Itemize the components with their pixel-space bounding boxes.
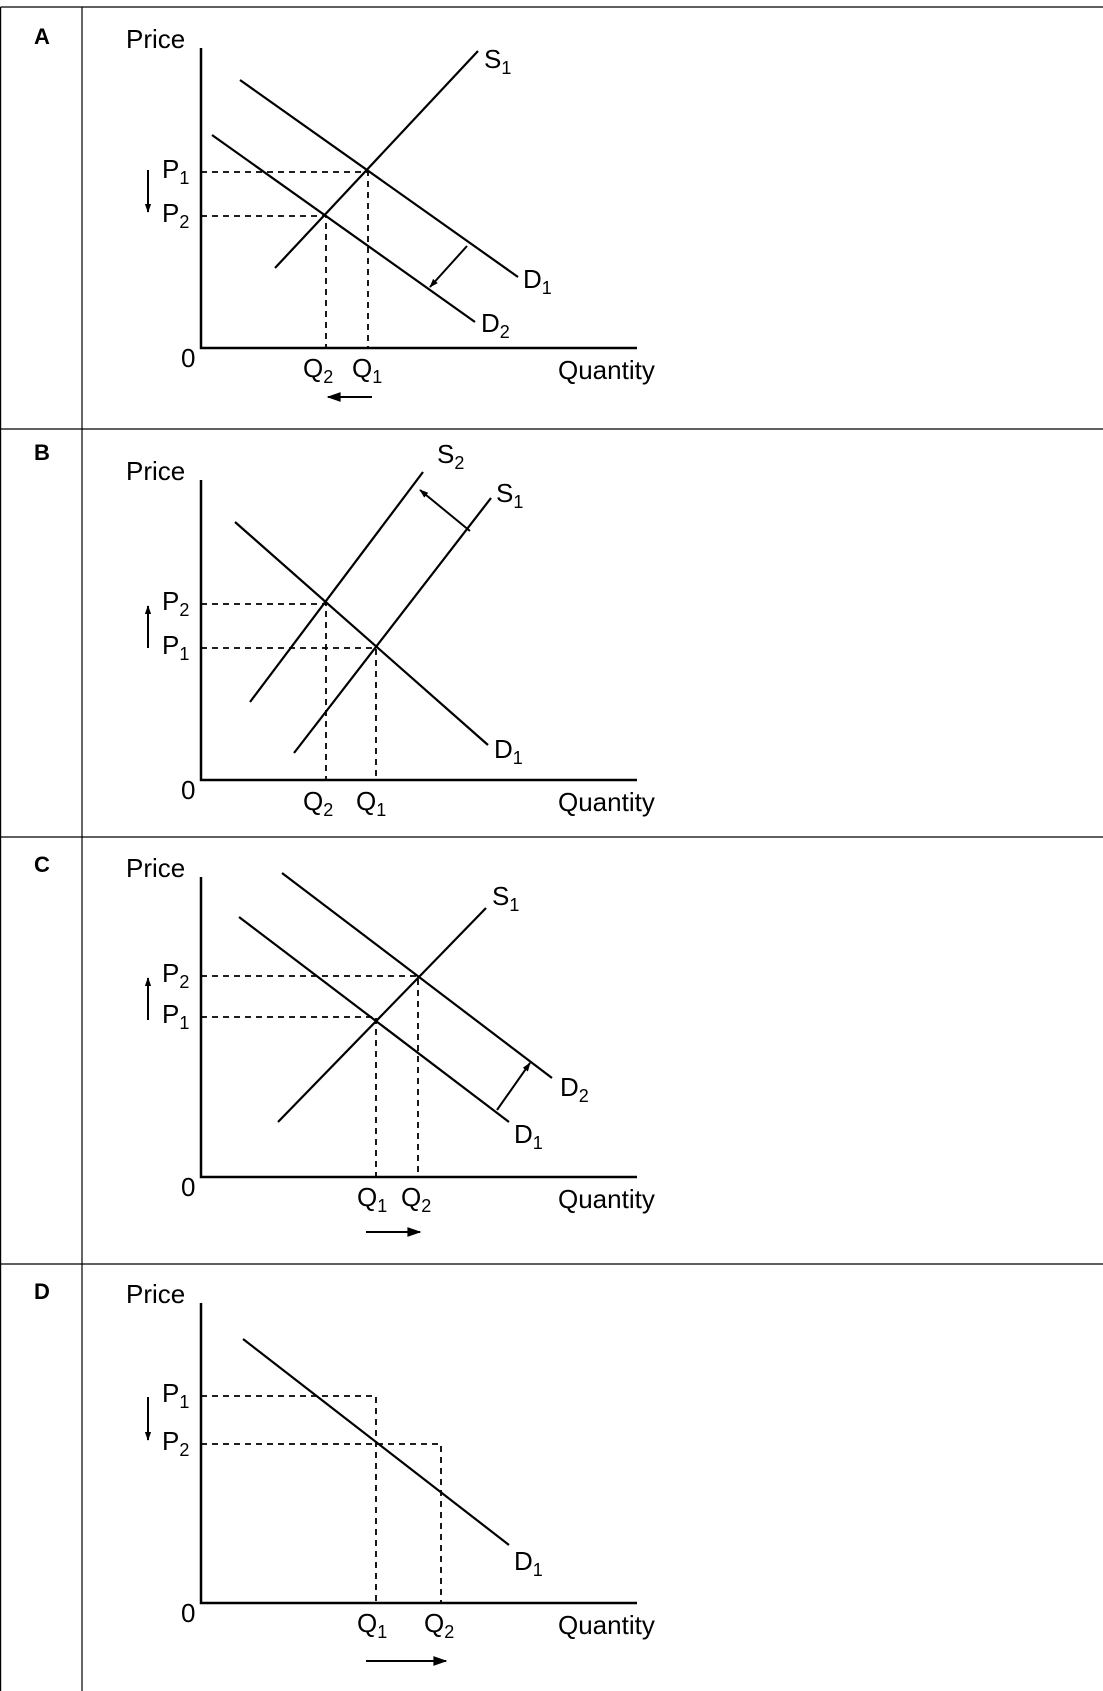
origin-label: 0 [181,1172,195,1202]
quantity-label-right: Q2 [424,1608,454,1642]
x-axis-label: Quantity [558,1610,655,1640]
quantity-label-left: Q2 [303,786,333,820]
price-label-lower: P1 [162,630,189,664]
curve-label-s1: S1 [492,881,519,915]
curve-label-d1: D1 [514,1119,543,1153]
demand-curve-d2 [211,134,476,323]
table-grid [0,6,1103,1691]
panel-a: A Price Quantity 0 S1 D1 D2 P1 P2 Q2 Q1 [34,24,655,402]
curve-label-d1: D1 [523,264,552,298]
equilibrium-guide-2 [201,975,419,1177]
equilibrium-guide-2 [201,1443,442,1603]
axes [199,480,637,782]
quantity-label-right: Q1 [356,786,386,820]
panel-letter: B [34,440,50,465]
price-label-upper: P1 [162,1378,189,1412]
y-axis-label: Price [126,456,185,486]
price-label-lower: P2 [162,1426,189,1460]
quantity-label-left: Q2 [303,353,333,387]
quantity-label-left: Q1 [357,1608,387,1642]
y-axis-label: Price [126,853,185,883]
y-axis-label: Price [126,24,185,54]
axes [199,877,637,1179]
equilibrium-guide-1 [201,647,377,780]
axes [199,48,637,350]
quantity-label-right: Q2 [401,1182,431,1216]
demand-curve-d1 [239,79,519,278]
panel-d: D Price Quantity 0 D1 P1 P2 Q1 Q2 [34,1279,655,1666]
price-label-lower: P2 [162,198,189,232]
equilibrium-guide-2 [201,215,327,348]
panel-letter: D [34,1279,50,1304]
origin-label: 0 [181,775,195,805]
equilibrium-guide-1 [201,1395,377,1603]
panel-c: C Price Quantity 0 S1 D2 D1 P2 P1 Q1 Q2 [34,852,655,1237]
origin-label: 0 [181,1598,195,1628]
curve-label-d1: D1 [514,1546,543,1580]
x-axis-label: Quantity [558,1184,655,1214]
origin-label: 0 [181,343,195,373]
curve-label-d1: D1 [494,734,523,768]
quantity-label-left: Q1 [357,1182,387,1216]
quantity-label-right: Q1 [352,353,382,387]
demand-curve-d1 [238,916,510,1123]
curve-label-s1: S1 [484,44,511,78]
equilibrium-guide-1 [201,1016,377,1177]
panel-b: B Price Quantity 0 S2 S1 D1 P2 P1 Q2 Q1 [34,439,655,820]
equilibrium-guide-1 [201,171,369,348]
shift-arrow [419,489,471,532]
axes [199,1303,637,1605]
price-label-upper: P2 [162,586,189,620]
panel-letter: C [34,852,50,877]
shift-arrow [429,245,468,288]
supply-curve-s1 [274,50,479,269]
equilibrium-guide-2 [201,603,327,780]
curve-label-s2: S2 [437,439,464,473]
panel-letter: A [34,24,50,49]
x-axis-label: Quantity [558,787,655,817]
price-label-lower: P1 [162,999,189,1033]
price-label-upper: P2 [162,958,189,992]
price-label-upper: P1 [162,154,189,188]
supply-curve-s1 [277,907,487,1123]
x-axis-label: Quantity [558,355,655,385]
shift-arrow [496,1062,531,1111]
curve-label-d2: D2 [560,1072,589,1106]
supply-curve-s2 [249,471,424,703]
curve-label-d2: D2 [481,308,510,342]
supply-curve-s1 [293,497,492,754]
demand-curve-d1 [234,521,489,746]
demand-curve-d2 [281,872,553,1079]
y-axis-label: Price [126,1279,185,1309]
curve-label-s1: S1 [496,478,523,512]
